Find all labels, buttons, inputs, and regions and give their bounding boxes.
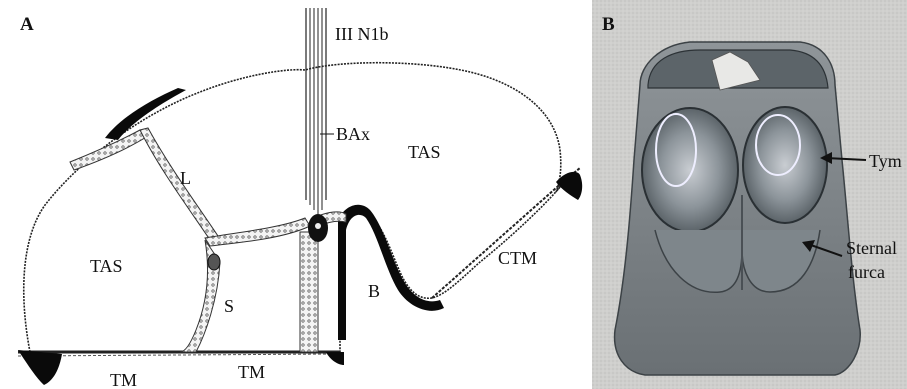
label-tas-left: TAS (90, 256, 123, 276)
tympanum-right (743, 107, 827, 223)
cuticle-bulla (338, 205, 444, 340)
label-furca: furca (848, 262, 885, 282)
label-tm-left: TM (110, 370, 137, 389)
tympanum-left (642, 108, 738, 232)
label-b: B (368, 281, 380, 301)
label-s: S (224, 296, 234, 316)
label-l: L (180, 168, 191, 188)
panel-a: A (18, 8, 582, 389)
label-sternal: Sternal (846, 238, 897, 258)
label-axon: BAx (336, 124, 370, 144)
label-ctm: CTM (498, 248, 537, 268)
panel-a-letter: A (20, 14, 34, 35)
label-nerve: III N1b (335, 24, 388, 44)
label-tas-right: TAS (408, 142, 441, 162)
label-tym: Tym (869, 151, 902, 171)
ctm-membrane (432, 168, 580, 298)
septum-network (70, 128, 346, 352)
s-node (208, 254, 220, 270)
cuticle-bottom-left (18, 350, 62, 385)
panel-b-letter: B (602, 14, 615, 35)
label-tm-right: TM (238, 362, 265, 382)
cuticle-bottom-mid (326, 352, 344, 365)
panel-b: B Tym Sternal furca (592, 0, 907, 389)
tympanal-membrane-outline (24, 63, 565, 352)
nerve-bundle (306, 8, 326, 214)
